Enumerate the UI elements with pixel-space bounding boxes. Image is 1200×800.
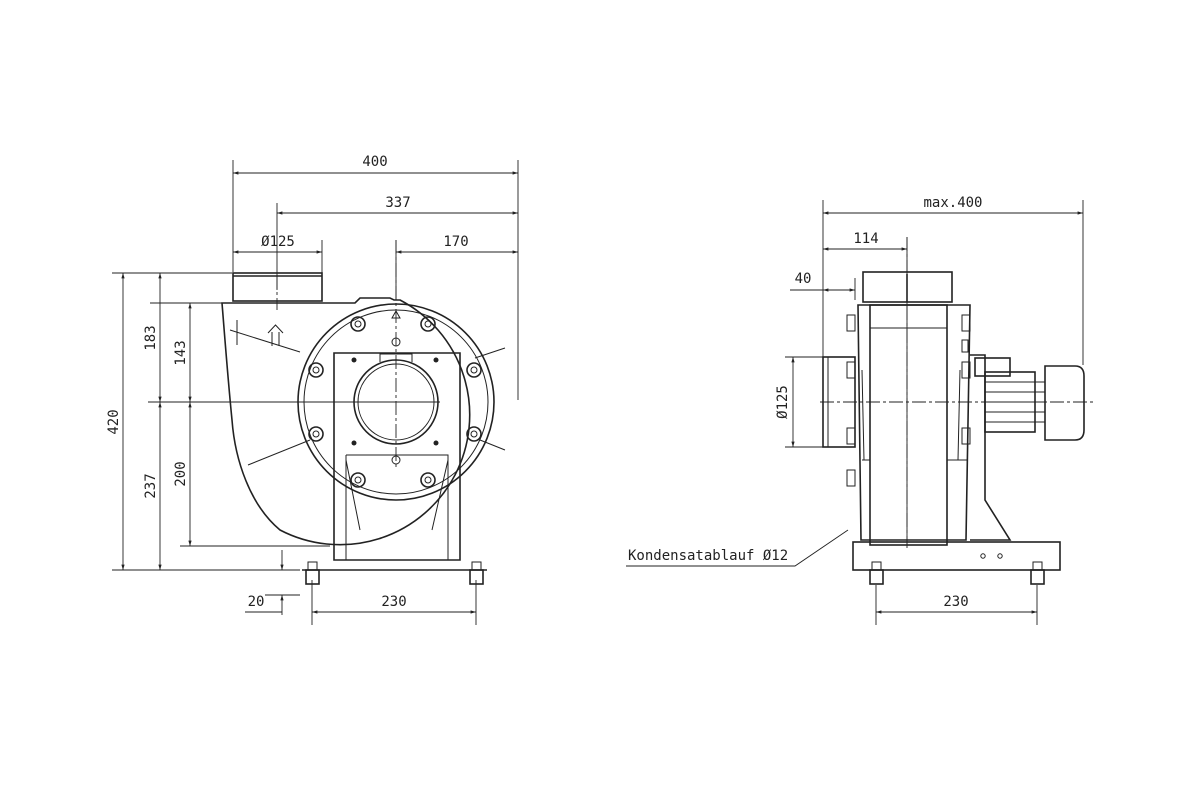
condensate-drain-callout: Kondensatablauf Ø12 (628, 548, 788, 564)
volute-housing (221, 297, 471, 546)
dim-side-foot-spacing: 230 (943, 594, 968, 610)
side-housing (857, 304, 971, 541)
dim-axis-height: 237 (143, 473, 159, 498)
outlet-pipe (232, 272, 323, 302)
dim-inlet-length: 40 (795, 271, 812, 287)
dim-housing-above-axis: 143 (173, 340, 189, 365)
side-base (852, 541, 1061, 571)
dim-inlet-diameter: Ø125 (775, 385, 791, 419)
motor-support (970, 354, 1012, 541)
dim-total-width: 400 (362, 154, 387, 170)
dim-housing-below-axis: 200 (173, 461, 189, 486)
dim-foot-height: 20 (248, 594, 265, 610)
motor-bracket (333, 352, 461, 561)
dim-outlet-to-right: 337 (385, 195, 410, 211)
front-view: 400 337 Ø125 170 420 183 143 200 237 20 … (106, 154, 519, 625)
dim-inlet-to-axis: 114 (853, 231, 878, 247)
dim-foot-spacing: 230 (381, 594, 406, 610)
motor-fan-cover (1044, 365, 1085, 441)
dim-total-height: 420 (106, 409, 122, 434)
bolts (308, 309, 482, 488)
side-view: max.400 114 40 Ø125 230 Kondensatablauf … (626, 195, 1095, 625)
airflow-arrow-icon (267, 324, 284, 346)
dim-outlet-diameter: Ø125 (261, 234, 295, 250)
dim-axis-to-right: 170 (443, 234, 468, 250)
dim-max-width: max.400 (923, 195, 982, 211)
dim-outlet-above-axis: 183 (143, 325, 159, 350)
